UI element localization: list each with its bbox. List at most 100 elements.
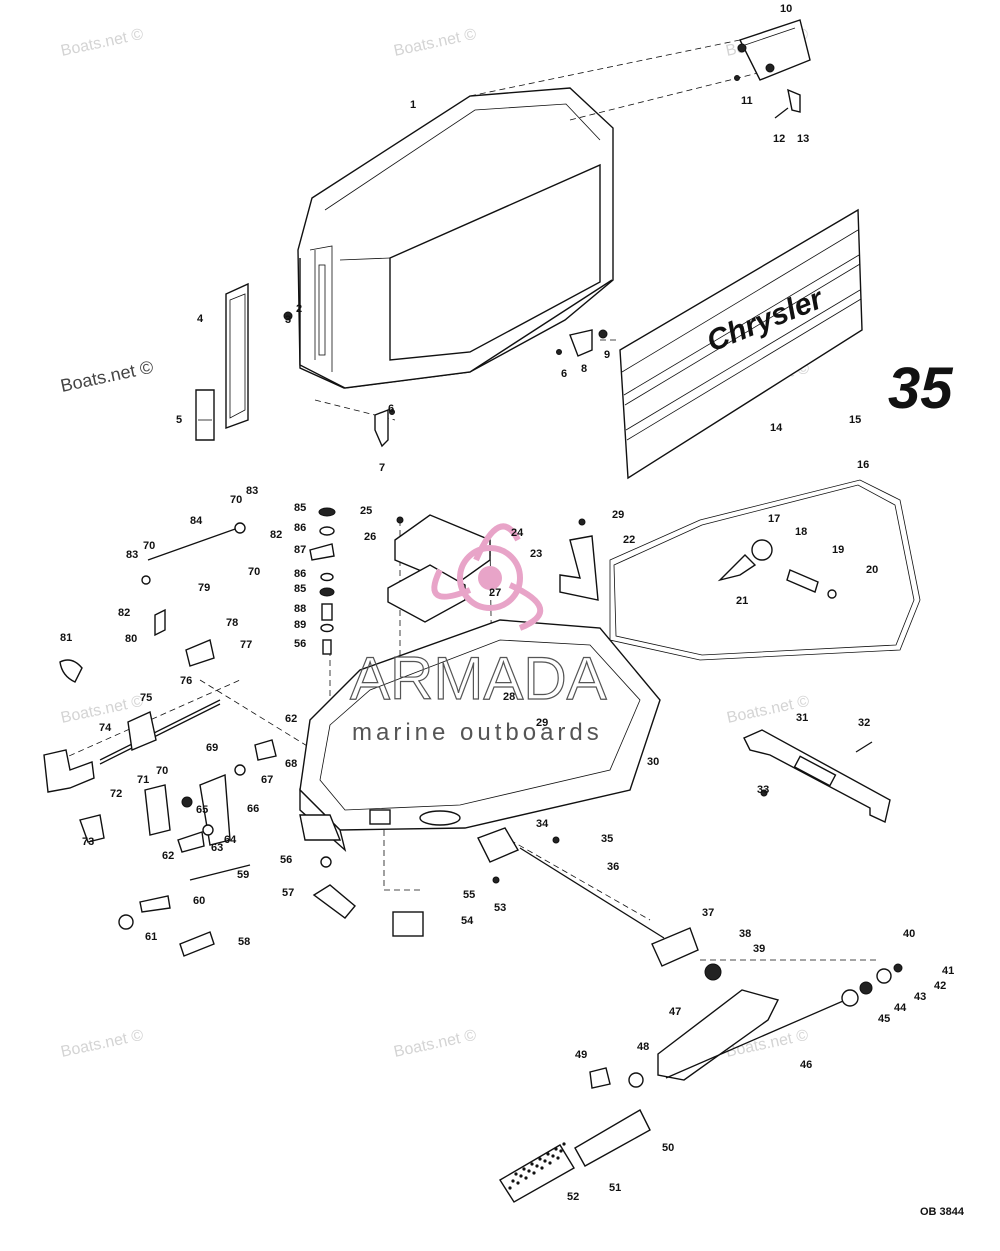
throttle-linkage: [43, 522, 356, 957]
callout-46: 46: [800, 1059, 812, 1071]
callout-42: 42: [934, 980, 946, 992]
callout-54: 54: [461, 915, 474, 927]
callout-86: 86: [294, 568, 306, 580]
callout-48: 48: [637, 1041, 649, 1053]
callout-18: 18: [795, 526, 807, 538]
callout-85: 85: [294, 583, 306, 595]
callout-79: 79: [198, 582, 210, 594]
callout-34: 34: [536, 818, 549, 830]
model-number-decal: 35: [888, 356, 953, 421]
callout-89: 89: [294, 619, 306, 631]
side-decal: Chrysler: [619, 208, 863, 480]
callout-32: 32: [858, 717, 870, 729]
callout-43: 43: [914, 991, 926, 1003]
electrical-box: [387, 514, 491, 623]
callout-40: 40: [903, 928, 915, 940]
reference-code: OB 3844: [920, 1206, 965, 1218]
rear-panel: [195, 282, 293, 441]
mount-bracket: [559, 535, 599, 601]
site-watermark: Boats.net ©: [59, 26, 145, 60]
callout-52: 52: [567, 1191, 579, 1203]
callout-63: 63: [211, 842, 223, 854]
callout-50: 50: [662, 1142, 674, 1154]
callout-65: 65: [196, 804, 208, 816]
callout-88: 88: [294, 603, 306, 615]
callout-29: 29: [536, 717, 548, 729]
callout-6: 6: [561, 368, 567, 380]
callout-30: 30: [647, 756, 659, 768]
callout-70: 70: [248, 566, 260, 578]
callout-25: 25: [360, 505, 372, 517]
callout-10: 10: [780, 3, 792, 15]
callout-9: 9: [604, 349, 610, 361]
site-watermark-large: Boats.net ©: [59, 357, 155, 396]
armada-logo: ARMADA marine outboards: [349, 523, 607, 746]
callout-56: 56: [280, 854, 292, 866]
tiller-assembly: [392, 827, 903, 1203]
callout-41: 41: [942, 965, 954, 977]
callout-73: 73: [82, 836, 94, 848]
fastener-stack: [309, 507, 336, 655]
latch-assembly: [717, 539, 837, 599]
callout-78: 78: [226, 617, 238, 629]
callout-82: 82: [270, 529, 282, 541]
callout-83: 83: [126, 549, 138, 561]
callout-77: 77: [240, 639, 252, 651]
callout-22: 22: [623, 534, 635, 546]
callout-27: 27: [489, 587, 501, 599]
callout-38: 38: [739, 928, 751, 940]
callout-62: 62: [285, 713, 297, 725]
callout-84: 84: [190, 515, 203, 527]
callout-74: 74: [99, 722, 112, 734]
callout-83: 83: [246, 485, 258, 497]
callout-33: 33: [757, 784, 769, 796]
callout-70: 70: [143, 540, 155, 552]
callout-12: 12: [773, 133, 785, 145]
cowl-hardware: [374, 329, 608, 448]
callout-62: 62: [162, 850, 174, 862]
callout-75: 75: [140, 692, 152, 704]
callout-44: 44: [894, 1002, 907, 1014]
callout-86: 86: [294, 522, 306, 534]
callout-16: 16: [857, 459, 869, 471]
callout-47: 47: [669, 1006, 681, 1018]
callout-70: 70: [230, 494, 242, 506]
callout-3: 3: [285, 314, 291, 326]
callout-26: 26: [364, 531, 376, 543]
site-watermark: Boats.net ©: [59, 1027, 145, 1061]
callout-64: 64: [224, 834, 237, 846]
armada-title: ARMADA: [350, 645, 607, 712]
callout-37: 37: [702, 907, 714, 919]
callout-15: 15: [849, 414, 861, 426]
callout-6: 6: [388, 403, 394, 415]
callout-72: 72: [110, 788, 122, 800]
callout-31: 31: [796, 712, 808, 724]
callout-8: 8: [581, 363, 587, 375]
site-watermark: Boats.net ©: [392, 26, 478, 60]
callout-57: 57: [282, 887, 294, 899]
top-cowl: [297, 87, 614, 389]
callout-60: 60: [193, 895, 205, 907]
callout-58: 58: [238, 936, 250, 948]
bottom-cowl: [299, 619, 661, 853]
callout-76: 76: [180, 675, 192, 687]
callout-4: 4: [197, 313, 204, 325]
callout-49: 49: [575, 1049, 587, 1061]
callout-14: 14: [770, 422, 783, 434]
callout-87: 87: [294, 544, 306, 556]
callout-21: 21: [736, 595, 748, 607]
callout-11: 11: [741, 95, 753, 107]
callout-36: 36: [607, 861, 619, 873]
callout-23: 23: [530, 548, 542, 560]
callout-59: 59: [237, 869, 249, 881]
callout-5: 5: [176, 414, 182, 426]
callout-1: 1: [410, 99, 416, 111]
callout-82: 82: [118, 607, 130, 619]
callout-80: 80: [125, 633, 137, 645]
latch-bracket: [734, 19, 811, 119]
callout-53: 53: [494, 902, 506, 914]
callout-2: 2: [296, 303, 302, 315]
callout-61: 61: [145, 931, 157, 943]
